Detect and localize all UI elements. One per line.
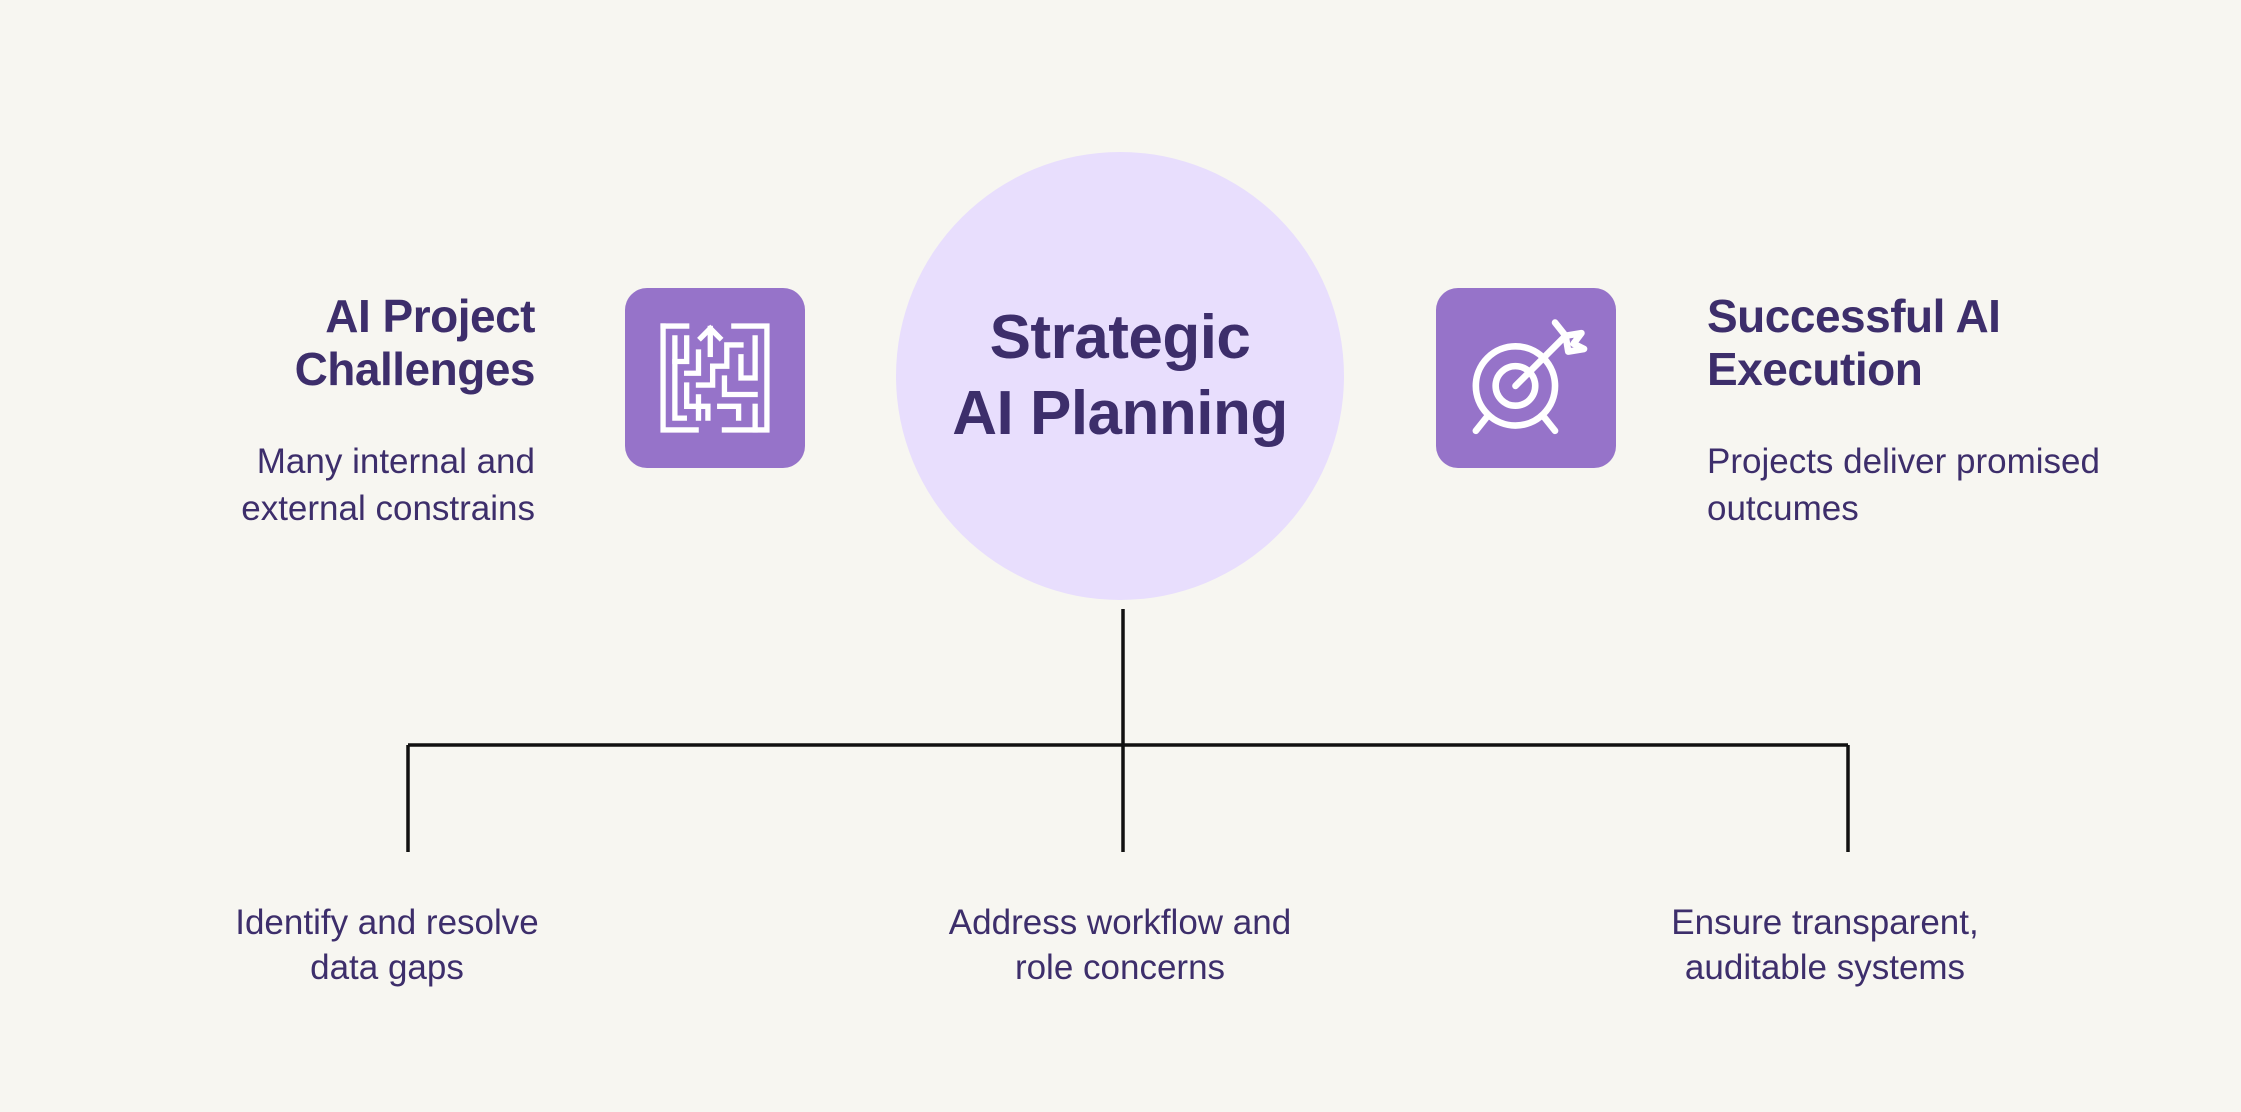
challenges-block: AI Project Challenges Many internal and … bbox=[150, 290, 535, 532]
challenges-description: Many internal and external constrains bbox=[241, 442, 535, 528]
branch-label-data-gaps: Identify and resolve data gaps bbox=[235, 903, 539, 987]
maze-icon bbox=[660, 323, 770, 433]
target-arrow-icon bbox=[1472, 319, 1588, 435]
execution-icon-tile bbox=[1436, 288, 1616, 468]
branch-label-workflow: Address workflow and role concerns bbox=[948, 903, 1292, 987]
execution-description: Projects deliver promised outcumes bbox=[1707, 442, 2100, 528]
challenges-icon-tile bbox=[625, 288, 805, 468]
execution-block: Successful AI Execution Projects deliver… bbox=[1707, 290, 2177, 532]
execution-title: Successful AI Execution bbox=[1707, 290, 2001, 395]
challenges-title: AI Project Challenges bbox=[294, 290, 536, 395]
center-title: Strategic AI Planning bbox=[952, 303, 1288, 448]
center-node: Strategic AI Planning bbox=[896, 152, 1344, 600]
branch-label-transparency: Ensure transparent, auditable systems bbox=[1671, 903, 1979, 987]
